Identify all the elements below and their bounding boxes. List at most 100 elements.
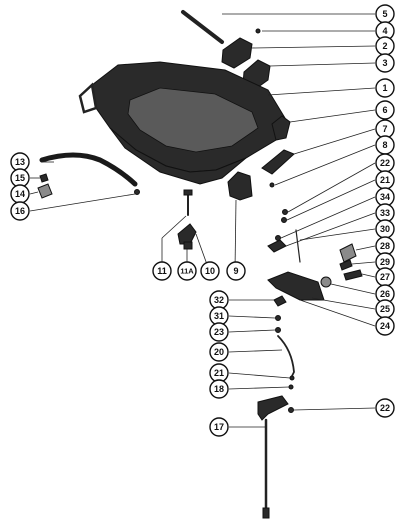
callout-24: 24 [375,316,395,336]
svg-text:6: 6 [382,105,387,115]
callout-23: 23 [209,322,229,342]
callout-3: 3 [375,53,395,73]
part-31-washer [275,315,281,321]
part-4-screw [255,28,261,34]
part-13-hose [39,152,138,187]
callout-22-lower: 22 [375,398,395,418]
svg-text:22: 22 [380,403,390,413]
svg-text:21: 21 [214,368,224,378]
part-18-clip [288,384,294,390]
callout-27: 27 [375,267,395,287]
part-17-shaft-end [262,507,270,519]
part-6-block [271,115,291,141]
svg-text:30: 30 [380,224,390,234]
callout-25: 25 [375,299,395,319]
part-27-link [343,269,363,281]
part-21b-ring [289,375,295,381]
part-1-handle [78,82,98,114]
part-15-clamp [39,173,49,183]
svg-text:34: 34 [380,192,390,202]
svg-text:31: 31 [214,311,224,321]
callout-4: 4 [375,21,395,41]
svg-text:1: 1 [382,83,387,93]
svg-text:7: 7 [382,124,387,134]
svg-text:8: 8 [382,140,387,150]
parts [37,10,363,519]
callout-11: 11 [152,261,172,281]
callout-1: 1 [375,78,395,98]
leader-lines [29,13,376,428]
part-9-mount [227,171,253,201]
svg-text:28: 28 [380,241,390,251]
callout-16: 16 [10,201,30,221]
svg-text:22: 22 [380,158,390,168]
callout-6: 6 [375,100,395,120]
callout-21-upper: 21 [375,170,395,190]
callout-21-lower: 21 [209,363,229,383]
callout-14: 14 [10,184,30,204]
callout-28: 28 [375,236,395,256]
part-2-block [221,37,253,69]
part-24-housing [267,271,325,301]
part-17-shaft-crank [257,395,289,421]
part-1-base-tray-lower [109,127,247,185]
svg-text:29: 29 [380,257,390,267]
callout-2: 2 [375,36,395,56]
part-32-cap [273,295,287,307]
callout-18: 18 [209,379,229,399]
svg-text:17: 17 [214,422,224,432]
callout-5: 5 [375,4,395,24]
svg-text:32: 32 [214,295,224,305]
svg-text:15: 15 [15,173,25,183]
part-22b-washer [288,407,294,413]
svg-text:27: 27 [380,272,390,282]
svg-text:11A: 11A [180,267,194,276]
part-33-bushing [267,239,287,253]
callout-8: 8 [375,135,395,155]
svg-text:18: 18 [214,384,224,394]
part-29-spring [339,259,353,271]
callout-20: 20 [209,342,229,362]
part-22-washer [282,209,288,215]
svg-text:20: 20 [214,347,224,357]
part-8-pin [269,182,275,188]
part-7-plate [261,149,295,175]
svg-text:13: 13 [15,157,25,167]
svg-text:5: 5 [382,9,387,19]
part-20-rod [277,335,295,377]
part-23-nut [275,327,281,333]
part-26-knob [320,276,332,288]
svg-text:3: 3 [382,58,387,68]
callout-11a: 11A [177,261,197,281]
svg-text:21: 21 [380,175,390,185]
callout-7: 7 [375,119,395,139]
part-14-clamp [37,183,53,199]
svg-text:25: 25 [380,304,390,314]
callout-30: 30 [375,219,395,239]
svg-text:9: 9 [233,266,238,276]
callout-22-upper: 22 [375,153,395,173]
part-1-base-tray-inner [127,87,259,153]
svg-text:11: 11 [157,266,167,276]
part-21-ring [281,217,287,223]
svg-text:24: 24 [380,321,390,331]
part-16-clip [134,189,140,195]
callout-26: 26 [375,284,395,304]
svg-text:14: 14 [15,189,25,199]
callout-17: 17 [209,417,229,437]
callout-9: 9 [226,261,246,281]
svg-text:16: 16 [15,206,25,216]
part-28-bracket [339,243,357,263]
svg-text:33: 33 [380,208,390,218]
svg-text:2: 2 [382,41,387,51]
part-5-rod [181,10,224,44]
part-11a-nut [183,241,193,250]
svg-text:10: 10 [205,266,215,276]
callout-31: 31 [209,306,229,326]
part-11-screw-head [183,189,193,196]
svg-text:23: 23 [214,327,224,337]
callout-32: 32 [209,290,229,310]
part-10-bracket [177,223,197,245]
svg-text:26: 26 [380,289,390,299]
